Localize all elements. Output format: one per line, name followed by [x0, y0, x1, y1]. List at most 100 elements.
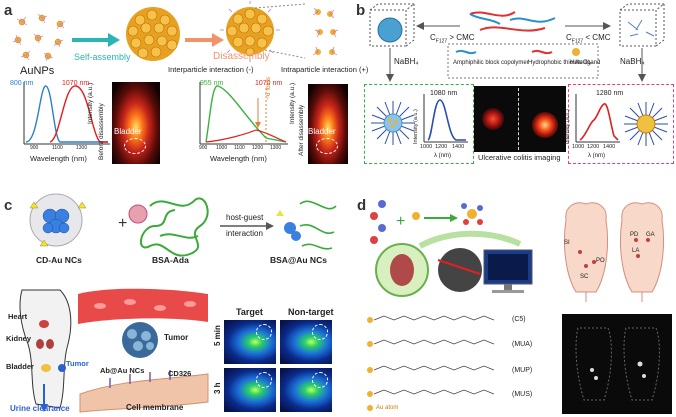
cond-gt: CF127 > CMC: [430, 34, 475, 45]
bladder2-label: Bladder: [308, 128, 336, 136]
gold-assembly: [126, 7, 180, 61]
mouse-si: SI: [564, 240, 570, 246]
micelle-blue: [368, 90, 418, 156]
urine-label: Urine clearance: [10, 405, 70, 413]
spec1-tick-1: 900: [30, 146, 38, 151]
time-3h: 3 h: [214, 382, 222, 394]
spec1-peak1: 800 nm: [10, 80, 33, 87]
target-label: Target: [236, 308, 263, 317]
nir-circle-2: [312, 324, 328, 340]
svg-text:+: +: [118, 215, 127, 232]
mouse-nir-outline: [562, 314, 672, 414]
interparticle-label: Interparticle interaction (-): [168, 66, 253, 74]
tumor-label-2: Tumor: [164, 334, 188, 342]
dispersed-particles: [313, 8, 338, 55]
spec2-xlabel: Wavelength (nm): [210, 155, 267, 163]
legend-copolymer: Amphiphilic block copolymer: [453, 60, 529, 66]
mouse-pd: PD: [630, 232, 638, 238]
spec2-tick-5: 1300: [270, 146, 281, 151]
spec-b-right-ylabel: Intensity (a.u.): [566, 109, 572, 144]
spec-b-left-xlabel: λ (nm): [434, 153, 451, 159]
panel-d-schematic: +: [360, 190, 560, 302]
colitis-spot-1: [482, 108, 504, 130]
spectrum-a1: [20, 78, 125, 164]
cond-gt-rest: > CMC: [447, 33, 474, 42]
panel-a-schematic: [0, 0, 340, 75]
mouse-ga: GA: [646, 232, 655, 238]
bsa-au-label: BSA@Au NCs: [270, 256, 327, 265]
tumor-label-1: Tumor: [66, 360, 89, 368]
cd-au-ncs: [30, 194, 86, 246]
host-guest-label: host-guest: [226, 214, 263, 222]
colitis-divider: [518, 88, 520, 150]
spec2-tick-2: 1000: [216, 146, 227, 151]
aunps-cluster: [13, 14, 65, 61]
spec1-tick-3: 1300: [76, 146, 87, 151]
time-5min: 5 min: [214, 325, 222, 346]
spec-b-right-xlabel: λ (nm): [588, 153, 605, 159]
panel-b-schematic: [360, 0, 676, 82]
spec-b-left-tick-2: 1200: [435, 145, 447, 151]
disassembly-label: Disassembly: [213, 52, 270, 62]
spec2-fold: ~6 folds: [266, 77, 273, 100]
mouse-anatomy: [556, 196, 674, 302]
ligand-mua: (MUA): [512, 341, 532, 348]
nabh4-right: NaBH₄: [620, 58, 645, 66]
spectrum-a2: [196, 78, 301, 164]
interaction-label: interaction: [226, 230, 263, 238]
spec2-peak1: 955 nm: [200, 80, 223, 87]
mouse-sc: SC: [580, 274, 588, 280]
spec2-tick-3: 1100: [234, 146, 245, 151]
legend-haucl4: HAuCl₄: [570, 60, 591, 67]
spec-b-right-tick-3: 1400: [603, 145, 615, 151]
self-assembly-label: Self-assembly: [74, 53, 131, 62]
mouse-vessel-illustration: [0, 284, 210, 417]
mouse-po: PO: [596, 258, 605, 264]
spec-b-left-ylabel: Intensity (a.u.): [414, 109, 420, 144]
spec2-tick-4: 1200: [252, 146, 263, 151]
after-label: After disassembly: [299, 105, 306, 156]
micelle-gold: [622, 96, 670, 152]
nir-circle-4: [312, 372, 328, 388]
spec1-peak2: 1070 nm: [62, 80, 89, 87]
bsa-au-ncs: [276, 201, 336, 249]
ligand-dots: [370, 200, 386, 244]
bladder1-circle: [124, 138, 146, 154]
spec2-tick-1: 900: [199, 146, 207, 151]
cond-lt-sub: F127: [572, 39, 583, 45]
cd326-label: CD326: [168, 370, 191, 378]
kidney-label: Kidney: [6, 335, 31, 343]
au-atom-label: Au atom: [376, 405, 398, 411]
imaging-label: Ulcerative colitis imaging: [478, 154, 561, 162]
ligand-mup: (MUP): [512, 367, 532, 374]
mouse-la: LA: [632, 248, 639, 254]
cond-lt: CF127 < CMC: [566, 34, 611, 45]
bsa-ada-label: BSA-Ada: [152, 256, 189, 265]
spec-b-left-peak: 1080 nm: [430, 90, 457, 97]
nir-circle-1: [256, 324, 272, 340]
heart-label: Heart: [8, 313, 27, 321]
bsa-ada-protein: [141, 198, 208, 255]
aunps-label: AuNPs: [20, 66, 54, 77]
nabh4-left: NaBH₄: [394, 58, 419, 66]
nir-circle-3: [256, 372, 272, 388]
intraparticle-label: Intraparticle interaction (+): [281, 66, 368, 74]
spec1-xlabel: Wavelength (nm): [30, 155, 87, 163]
ligand-c5: (C5): [512, 316, 526, 323]
bladder-label: Bladder: [6, 363, 34, 371]
spec-b-right-tick-2: 1200: [587, 145, 599, 151]
before-label: Before disassembly: [99, 103, 106, 160]
colitis-spot-2: [532, 112, 558, 138]
spec2-ylabel: Intensity (a.u.): [290, 83, 297, 124]
non-target-label: Non-target: [288, 308, 334, 317]
spec-b-right-peak: 1280 nm: [596, 90, 623, 97]
spec-b-right-tick-1: 1000: [572, 145, 584, 151]
micelle-cube-right: [620, 4, 664, 46]
ligand-mus: (MUS): [512, 391, 532, 398]
svg-text:+: +: [396, 213, 405, 230]
spectrum-b-right: [572, 92, 622, 146]
spectrum-b-left: [420, 92, 470, 146]
bladder2-circle: [316, 138, 338, 154]
cond-lt-rest: < CMC: [583, 33, 610, 42]
disassembly-arrow: [185, 33, 224, 47]
